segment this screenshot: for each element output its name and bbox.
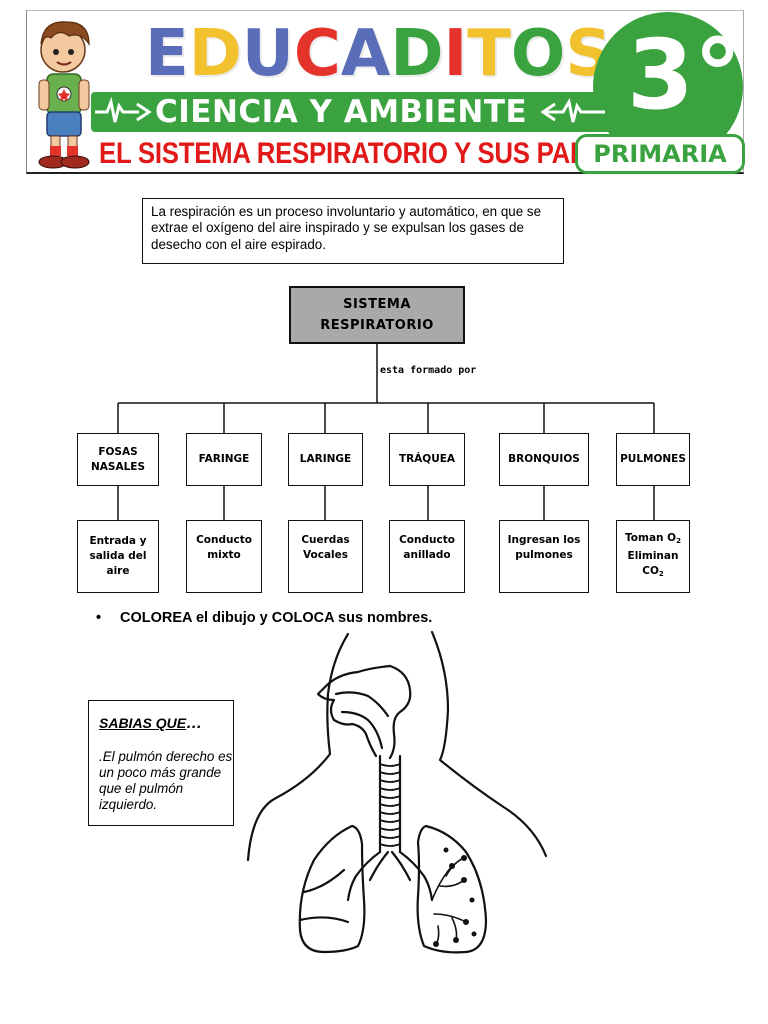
- part-node-bronquios: BRONQUIOS: [499, 433, 589, 486]
- level-label: PRIMARIA: [575, 134, 745, 174]
- part-name-line-1: PULMONES: [620, 453, 686, 465]
- coloring-instruction: • COLOREA el dibujo y COLOCA sus nombres…: [96, 610, 432, 626]
- desc-line-2: Eliminan: [627, 550, 679, 562]
- concept-root-node: SISTEMA RESPIRATORIO: [289, 286, 465, 344]
- part-node-fosas-nasales: FOSAS NASALES: [77, 433, 159, 486]
- subject-band: [91, 92, 611, 132]
- o2-subscript: 2: [676, 537, 681, 545]
- desc-line-1: Conducto: [196, 534, 252, 546]
- desc-node-pulmones: Toman O2 Eliminan CO2: [616, 520, 690, 593]
- brand-letter: O: [510, 17, 566, 91]
- respiratory-system-drawing: [246, 630, 548, 954]
- brand-letter: D: [390, 17, 444, 91]
- desc-line-2: salida del: [89, 550, 147, 562]
- desc-node-bronquios: Ingresan los pulmones: [499, 520, 589, 593]
- part-name-line-1: BRONQUIOS: [508, 453, 580, 465]
- desc-line-1: Conducto: [399, 534, 455, 546]
- lesson-title: EL SISTEMA RESPIRATORIO Y SUS PARTES: [99, 137, 638, 170]
- desc-line-1: Ingresan los: [507, 534, 581, 546]
- desc-line-3: CO: [642, 565, 659, 577]
- instruction-text: COLOREA el dibujo y COLOCA sus nombres.: [120, 610, 433, 626]
- desc-line-2: pulmones: [515, 549, 573, 561]
- brand-letter: E: [145, 17, 189, 91]
- co2-subscript: 2: [658, 570, 664, 578]
- part-name-line-1: LARINGE: [299, 453, 352, 465]
- desc-node-fosas-nasales: Entrada y salida del aire: [77, 520, 159, 593]
- part-node-traquea: TRÁQUEA: [389, 433, 465, 486]
- part-node-laringe: LARINGE: [288, 433, 363, 486]
- part-name-line-2: NASALES: [90, 460, 146, 473]
- did-you-know-box: SABIAS QUE… .El pulmón derecho es un poc…: [88, 700, 234, 826]
- boy-mascot-illustration: [38, 21, 90, 169]
- root-line-1: SISTEMA: [343, 297, 411, 312]
- desc-line-1: Toman O: [625, 532, 677, 544]
- desc-line-1: Cuerdas: [301, 534, 350, 546]
- desc-line-1: Entrada y: [89, 535, 147, 547]
- brand-letter: T: [467, 17, 511, 91]
- brand-letter: D: [188, 17, 242, 91]
- heartbeat-line-right-icon: [541, 97, 605, 123]
- bullet-point: •: [96, 610, 102, 626]
- part-name-line-1: FOSAS: [98, 445, 138, 458]
- heartbeat-line-left-icon: [95, 96, 152, 123]
- desc-line-2: anillado: [403, 549, 451, 561]
- part-name-line-1: TRÁQUEA: [398, 453, 456, 465]
- subject-title: CIENCIA Y AMBIENTE: [155, 94, 528, 130]
- connector-phrase: esta formado por: [380, 365, 477, 376]
- desc-node-traquea: Conducto anillado: [389, 520, 465, 593]
- part-node-pulmones: PULMONES: [616, 433, 690, 486]
- desc-line-2: Vocales: [302, 549, 349, 561]
- did-you-know-ellipsis: …: [186, 715, 203, 732]
- header-top-rule: [27, 10, 743, 11]
- part-name-line-1: FARINGE: [198, 453, 250, 465]
- brand-letter: C: [293, 17, 341, 91]
- definition-box: La respiración es un proceso involuntari…: [142, 198, 564, 264]
- desc-line-2: mixto: [207, 549, 241, 561]
- brand-letter: I: [443, 17, 468, 91]
- did-you-know-title: SABIAS QUE: [99, 715, 187, 731]
- did-you-know-text: .El pulmón derecho es un poco más grande…: [99, 749, 233, 812]
- brand-letter: A: [340, 17, 391, 91]
- part-node-faringe: FARINGE: [186, 433, 262, 486]
- brand-letter: U: [241, 17, 294, 91]
- root-line-2: RESPIRATORIO: [320, 318, 434, 333]
- grade-number: 3°: [627, 19, 742, 131]
- desc-node-faringe: Conducto mixto: [186, 520, 262, 593]
- desc-line-3: aire: [106, 565, 130, 577]
